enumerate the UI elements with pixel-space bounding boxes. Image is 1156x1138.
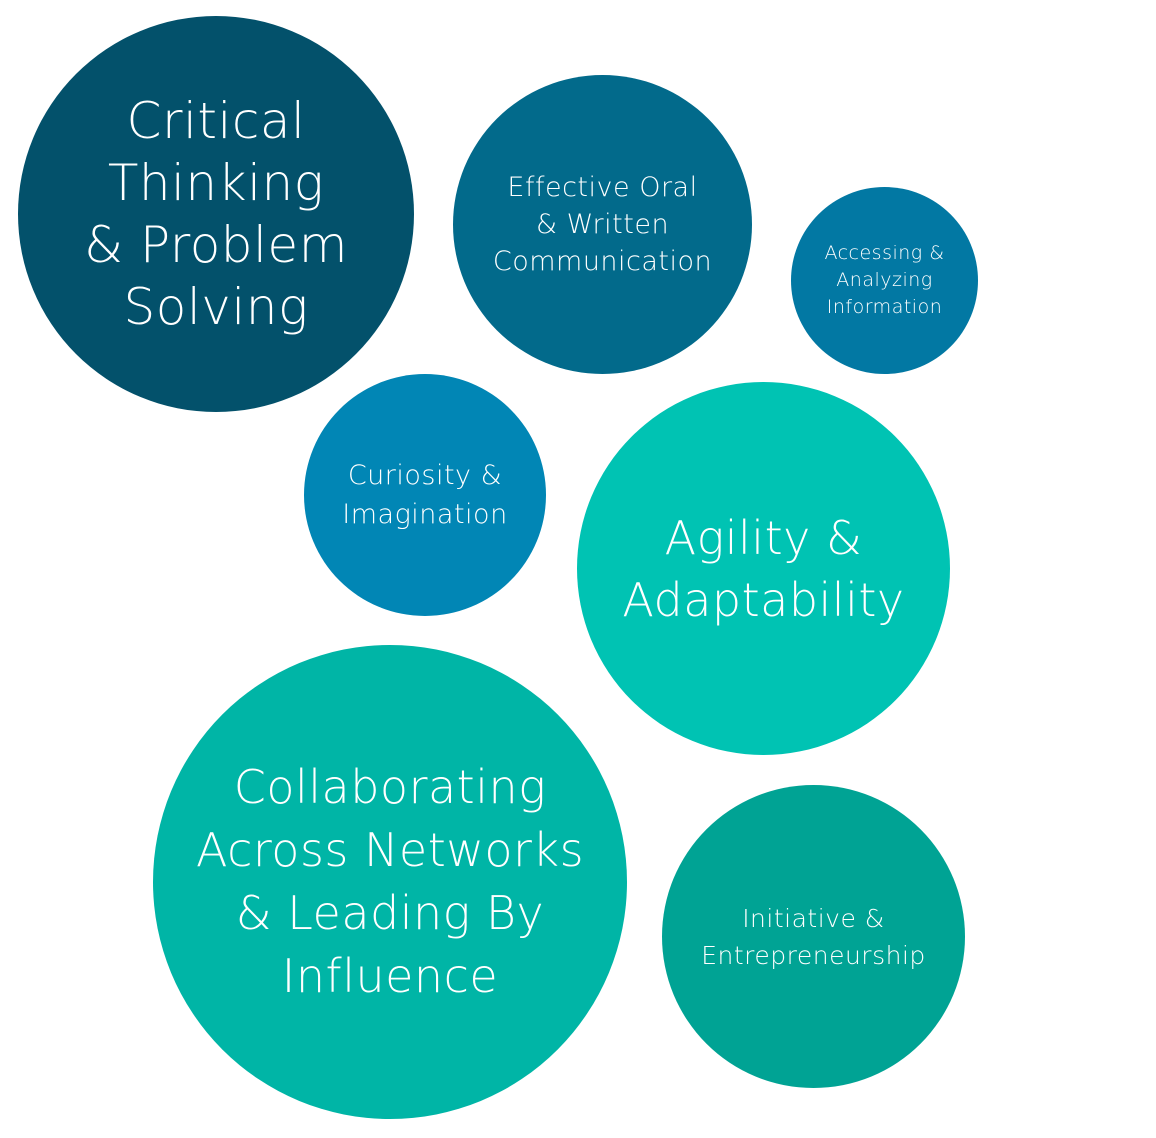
bubble-accessing-information: Accessing & Analyzing Information bbox=[791, 187, 978, 374]
bubble-collaborating-networks: Collaborating Across Networks & Leading … bbox=[153, 645, 627, 1119]
bubble-effective-communication: Effective Oral & Written Communication bbox=[453, 75, 752, 374]
bubble-initiative-entrepreneurship: Initiative & Entrepreneurship bbox=[662, 785, 965, 1088]
bubble-label: Collaborating Across Networks & Leading … bbox=[195, 760, 585, 1003]
bubble-label: Accessing & Analyzing Information bbox=[824, 242, 945, 318]
bubble-curiosity-imagination: Curiosity & Imagination bbox=[304, 374, 546, 616]
bubble-label: Curiosity & Imagination bbox=[342, 460, 508, 530]
bubble-label: Effective Oral & Written Communication bbox=[492, 172, 713, 277]
bubble-agility-adaptability: Agility & Adaptability bbox=[577, 382, 950, 755]
bubble-critical-thinking: Critical Thinking & Problem Solving bbox=[18, 16, 414, 412]
bubble-label: Agility & Adaptability bbox=[622, 510, 905, 627]
bubble-label: Initiative & Entrepreneurship bbox=[701, 903, 926, 970]
bubble-label: Critical Thinking & Problem Solving bbox=[84, 92, 348, 336]
